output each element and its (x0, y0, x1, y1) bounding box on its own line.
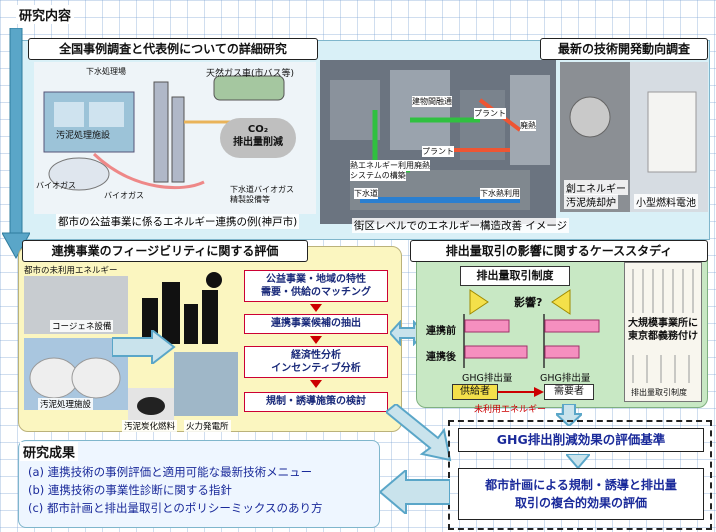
feasibility-arrow-icon (112, 330, 176, 364)
plant-label-1: プラント (474, 108, 506, 119)
result-item-c: (c) 都市計画と排出量取引とのポリシーミックスのあり方 (28, 501, 323, 515)
flow-step-1: 公益事業・地域の特性 需要・供給のマッチング (244, 270, 388, 302)
criteria-eval-line1: 都市計画による規制・誘導と排出量 (485, 478, 677, 492)
fuel-diagram (137, 397, 165, 415)
news-sub: 排出量取引制度 (631, 388, 687, 397)
unused-energy-red-label: 未利用エネルギー (474, 405, 547, 415)
flow-step-3: 経済性分析 インセンティブ分析 (244, 346, 388, 378)
refine-label-1: 下水道バイオガス (230, 185, 294, 194)
emission-title: 排出量取引の影響に関するケーススタディ (410, 240, 708, 262)
supply-arrow-icon (498, 387, 544, 397)
cogeneration-photo: コージェネ設備 (24, 276, 128, 334)
result-item-a: (a) 連携技術の事例評価と適用可能な最新技術メニュー (28, 465, 313, 479)
power-plant-photo (174, 352, 238, 416)
biogas-label-2: バイオガス (36, 181, 76, 190)
district-photo: 建物間融通 プラント プラント 廃熱 廃熱 熱エネルギー利用 システムの構築 下… (320, 60, 556, 224)
plant-label-2: プラント (422, 146, 454, 157)
waste-heat-label-1: 廃熱 (520, 120, 536, 131)
kobe-caption: 都市の公益事業に係るエネルギー連携の例(神戸市) (56, 214, 300, 229)
impact-arrows-icon (469, 289, 571, 315)
flow-arrow-3-icon (310, 380, 322, 388)
unused-energy-label: 都市の未利用エネルギー (24, 266, 118, 276)
left-down-arrow-icon (2, 28, 30, 260)
biogas-label-1: バイオガス (104, 191, 144, 200)
bar-supplier-after (464, 345, 528, 359)
results-panel (18, 440, 380, 528)
emission-system-box: 排出量取引制度 (460, 266, 570, 286)
flow-arrow-1-icon (310, 304, 322, 312)
waste-heat-label-2: 廃熱 (414, 160, 430, 171)
tech-cap2: 小型燃料電池 (634, 194, 698, 209)
kobe-diagram (43, 75, 285, 191)
sludge-fuel-photo (128, 388, 174, 422)
sludge-label: 汚泥処理施設 (56, 131, 111, 141)
double-arrow-icon (390, 320, 424, 346)
criteria-dashed-area (448, 420, 712, 530)
sludge-photo: 汚泥処理施設 (24, 338, 128, 410)
ghg-label-2: GHG排出量 (540, 373, 591, 384)
natural-gas-bus-label: 天然ガス車(市バス等) (206, 69, 295, 79)
feasibility-to-criteria-arrow-icon (386, 404, 452, 462)
before-label: 連携前 (426, 326, 456, 337)
ghg-label-1: GHG排出量 (462, 373, 513, 384)
sewer-heat-label: 下水熱利用 (480, 188, 520, 199)
bar-demander-before (544, 319, 600, 333)
co2-line2: 排出量削減 (233, 137, 283, 148)
flow-step-2: 連携事業候補の抽出 (244, 314, 388, 334)
survey-title: 全国事例調査と代表例についての詳細研究 (28, 38, 318, 60)
heat-system-label-1: 熱エネルギー利用 (350, 160, 414, 171)
district-diagram (320, 60, 556, 224)
criteria-eval-line2: 取引の複合的効果の評価 (514, 496, 647, 510)
refine-label-2: 精製設備等 (230, 195, 270, 204)
to-results-arrow-icon (380, 470, 450, 514)
sewer-label: 下水道 (354, 188, 378, 199)
flow-arrow-2-icon (310, 336, 322, 344)
results-label: 研究成果 (20, 442, 79, 461)
newspaper-clipping: 大規模事業所に東京都義務付け 排出量取引制度 (624, 262, 702, 402)
sewage-plant-label: 下水処理場 (86, 67, 126, 76)
flow-step-4: 規制・誘導施策の検討 (244, 392, 388, 412)
power-plant-label: 火力発電所 (184, 420, 231, 432)
co2-cloud: CO₂ 排出量削減 (220, 118, 296, 158)
supplier-box: 供給者 (452, 384, 498, 400)
bar-demander-after (544, 345, 580, 359)
tech-photo: 創エネルギー 汚泥焼却炉 小型燃料電池 (560, 62, 708, 212)
newspaper-lines (632, 269, 694, 383)
sludge-facility-label: 汚泥処理施設 (38, 398, 94, 410)
sludge-fuel-label: 汚泥炭化燃料 (122, 420, 178, 432)
district-caption: 街区レベルでのエネルギー構造改善 イメージ (352, 218, 570, 233)
criteria-title: GHG排出削減効果の評価基準 (458, 428, 704, 452)
co2-line1: CO₂ (247, 124, 269, 135)
criteria-down-arrow-icon (566, 454, 590, 468)
flow-step-1-line2: 需要・供給のマッチング (261, 287, 371, 298)
city-icon (142, 272, 222, 344)
criteria-eval-box: 都市計画による規制・誘導と排出量 取引の複合的効果の評価 (458, 468, 704, 520)
flow-step-1-line1: 公益事業・地域の特性 (266, 274, 366, 285)
feasibility-title: 連携事業のフィージビリティに関する評価 (22, 240, 308, 262)
ghg-bars-chart (463, 314, 600, 368)
result-item-b: (b) 連携技術の事業性診断に関する指針 (28, 483, 232, 497)
tanks-diagram (29, 357, 121, 399)
impact-label: 影響? (514, 296, 543, 309)
building-label: 建物間融通 (412, 96, 452, 107)
heat-system-label-2: システムの構築 (350, 170, 406, 181)
tech-title: 最新の技術開発動向調査 (540, 38, 708, 60)
flow-step-3-line1: 経済性分析 (291, 350, 341, 361)
tech-cap1-line2: 汚泥焼却炉 (564, 194, 618, 209)
flow-step-3-line2: インセンティブ分析 (271, 363, 361, 374)
news-headline: 大規模事業所に東京都義務付け (628, 318, 698, 342)
bar-supplier-before (464, 319, 510, 333)
research-content-label: 研究内容 (16, 5, 75, 24)
cogeneration-label: コージェネ設備 (50, 320, 114, 332)
tech-cap1-line1: 創エネルギー (564, 180, 628, 195)
demander-box: 需要者 (544, 384, 594, 400)
after-label: 連携後 (426, 352, 456, 363)
